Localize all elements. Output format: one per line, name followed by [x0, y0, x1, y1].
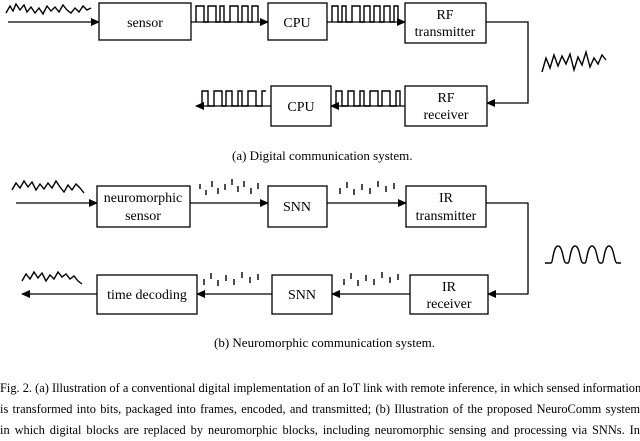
figure-caption-line-3: in which digital blocks are replaced by … [0, 423, 640, 437]
diagram-b: neuromorphic sensor SNN IR transmitter [11, 179, 621, 315]
bitstream-icon [201, 90, 266, 107]
ir-transmitter-block [405, 185, 487, 228]
analog-input-waveform [5, 2, 92, 16]
rf-transmitter-block [404, 2, 487, 44]
ir-transmitter-label-1: IR [439, 191, 454, 206]
channel-link-a [486, 21, 529, 107]
bitstream-icon [195, 5, 259, 23]
channel-link-b [486, 202, 529, 298]
snn-tx-block [267, 185, 328, 228]
ir-receiver-label-2: receiver [426, 297, 471, 312]
caption-b: (b) Neuromorphic communication system. [214, 335, 435, 350]
neuromorphic-sensor-block [96, 185, 191, 228]
snn-tx-label: SNN [283, 200, 311, 215]
rf-receiver-label-2: receiver [423, 108, 468, 123]
neuromorphic-sensor-label-1: neuromorphic [104, 191, 183, 206]
ir-channel-waveform [545, 245, 621, 264]
ir-receiver-label-1: IR [442, 280, 457, 295]
block-diagram: sensor CPU RF transmitter RF receiver CP… [5, 2, 621, 315]
rf-channel-waveform [541, 49, 607, 73]
ir-receiver-block [409, 274, 489, 315]
bitstream-icon [331, 5, 399, 23]
rf-transmitter-label-2: transmitter [415, 25, 476, 40]
cpu-tx-label: CPU [283, 16, 310, 31]
figure-caption-line-1: Fig. 2. (a) Illustration of a convention… [0, 381, 640, 395]
spike-train-icon [203, 272, 259, 286]
rf-transmitter-label-1: RF [436, 8, 453, 23]
spike-train-icon [343, 272, 399, 286]
snn-rx-label: SNN [288, 288, 316, 303]
figure-caption-line-2: is transformed into bits, packaged into … [0, 402, 640, 416]
cpu-rx-label: CPU [287, 100, 314, 115]
analog-input-waveform [11, 179, 85, 194]
diagram-a: sensor CPU RF transmitter RF receiver CP… [5, 2, 607, 127]
bitstream-icon [335, 90, 401, 107]
ir-transmitter-label-2: transmitter [416, 209, 477, 224]
rf-receiver-block [404, 85, 488, 127]
spike-train-icon [199, 179, 259, 195]
spike-train-icon [339, 181, 395, 195]
time-decoding-block [96, 274, 198, 315]
caption-a: (a) Digital communication system. [232, 148, 413, 163]
sensor-label: sensor [127, 16, 163, 31]
neuromorphic-sensor-label-2: sensor [125, 209, 161, 224]
analog-output-waveform [21, 270, 83, 285]
rf-receiver-label-1: RF [437, 91, 454, 106]
time-decoding-label: time decoding [107, 288, 187, 303]
